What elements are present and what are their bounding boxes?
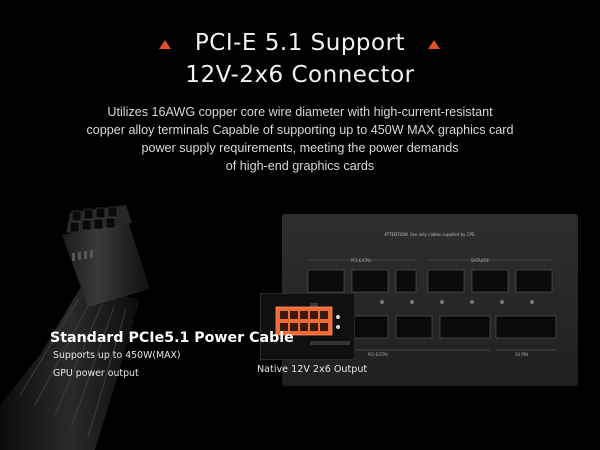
description-line: Utilizes 16AWG copper core wire diameter…	[107, 105, 493, 119]
description-line: copper alloy terminals Capable of suppor…	[86, 123, 514, 137]
psu-sockets	[307, 259, 557, 351]
page-subtitle: 12V-2x6 Connector	[185, 62, 415, 88]
cable-spec-line: GPU power output	[53, 368, 139, 379]
description-line: power supply requirements, meeting the p…	[141, 141, 459, 155]
triangle-icon	[428, 40, 440, 49]
cable-spec-line: Supports up to 450W(MAX)	[53, 350, 181, 361]
psu-label-pcie-cpu: PCI-E/CPU	[351, 258, 371, 263]
description: Utilizes 16AWG copper core wire diameter…	[40, 103, 560, 175]
psu-label-sata-ide: SATA/IDE	[471, 258, 490, 263]
native-output-label: Native 12V 2x6 Output	[257, 364, 368, 375]
triangle-icon	[159, 40, 171, 49]
power-cable-image	[0, 205, 150, 450]
psu-label-24pin: 24 PIN	[515, 352, 528, 357]
description-line: of high-end graphics cards	[225, 159, 375, 173]
psu-attention-text: ATTENTION! Use only cables supplied by C…	[384, 232, 476, 237]
cable-title: Standard PCIe5.1 Power Cable	[50, 330, 294, 346]
page-title: PCI-E 5.1 Support	[194, 30, 406, 56]
orange-connector-icon	[275, 303, 350, 345]
psu-label-pcie-cpu-bottom: PCI-E/CPU	[368, 352, 388, 357]
